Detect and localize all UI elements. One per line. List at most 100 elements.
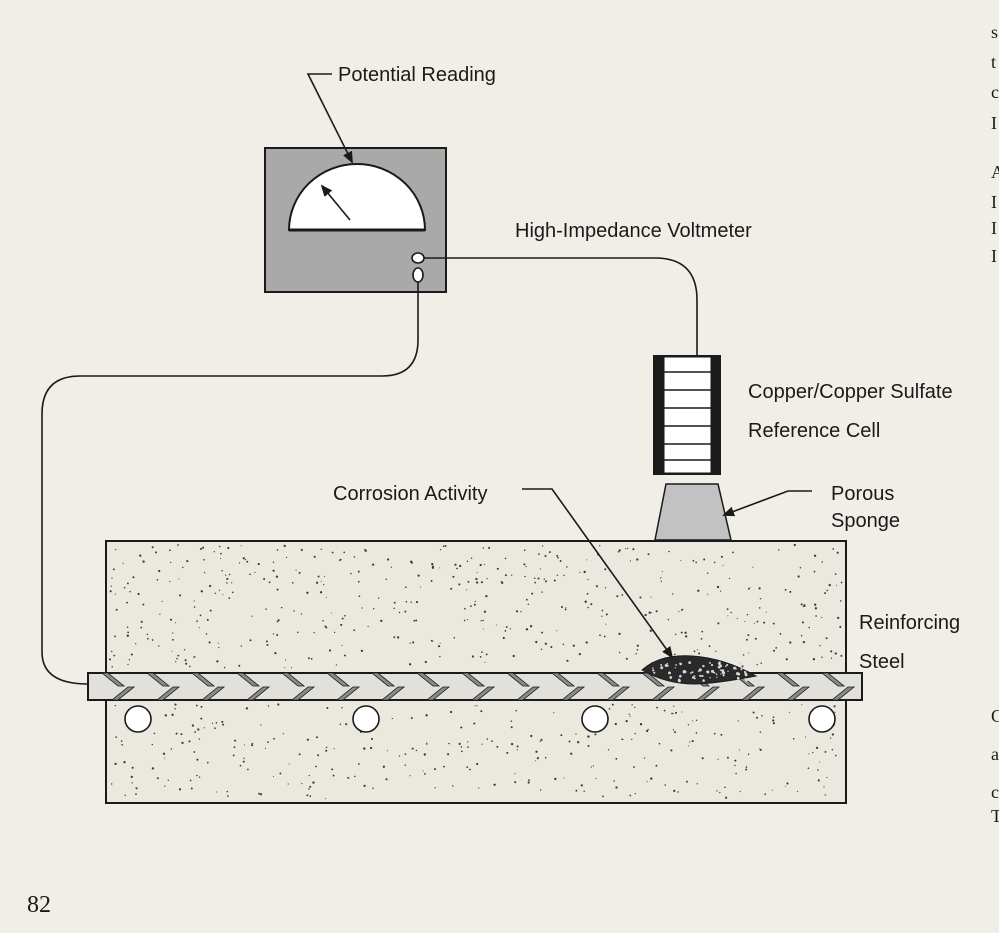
speckle: [685, 780, 688, 783]
speckle: [813, 570, 816, 573]
speckle: [660, 577, 662, 579]
speckle: [713, 732, 716, 735]
speckle: [233, 746, 236, 749]
speckle: [158, 645, 160, 647]
speckle: [339, 723, 342, 726]
speckle: [693, 650, 696, 653]
speckle: [672, 713, 674, 715]
speckle: [467, 580, 470, 583]
corrosion-speck: [652, 667, 654, 669]
speckle: [544, 756, 547, 759]
speckle: [298, 753, 301, 756]
speckle: [837, 616, 840, 620]
speckle: [747, 587, 750, 590]
speckle: [539, 740, 542, 742]
speckle: [482, 628, 484, 630]
speckle: [585, 641, 588, 644]
speckle: [819, 645, 821, 647]
corrosion-speck: [679, 662, 681, 664]
speckle: [672, 729, 675, 731]
speckle: [813, 554, 817, 557]
speckle: [797, 575, 800, 578]
speckle: [251, 744, 254, 747]
speckle: [720, 555, 723, 558]
speckle: [282, 733, 284, 735]
speckle: [784, 785, 786, 787]
speckle: [708, 645, 711, 648]
speckle: [512, 654, 515, 658]
speckle: [135, 643, 137, 645]
speckle: [545, 580, 547, 583]
speckle: [720, 733, 723, 736]
speckle: [111, 783, 113, 785]
speckle: [485, 594, 488, 598]
speckle: [332, 774, 335, 777]
speckle: [602, 795, 604, 798]
speckle: [834, 573, 837, 575]
corrosion-speck: [691, 671, 694, 674]
speckle: [807, 767, 810, 769]
speckle: [335, 664, 338, 666]
speckle: [660, 580, 663, 583]
rebar-chair: [808, 705, 836, 733]
speckle: [196, 620, 198, 623]
speckle: [529, 625, 533, 628]
speckle: [470, 557, 473, 559]
speckle: [583, 790, 585, 792]
speckle: [584, 600, 587, 603]
speckle: [801, 621, 804, 624]
speckle: [357, 570, 360, 573]
speckle: [169, 549, 171, 552]
speckle: [634, 732, 636, 735]
speckle: [496, 567, 499, 570]
speckle: [211, 722, 214, 725]
speckle: [639, 596, 642, 599]
speckle: [280, 606, 283, 609]
speckle: [404, 753, 407, 755]
speckle: [439, 548, 442, 551]
speckle: [164, 714, 167, 717]
speckle: [300, 613, 303, 615]
speckle: [178, 578, 180, 580]
speckle: [534, 581, 537, 584]
speckle: [540, 648, 543, 650]
speckle: [543, 578, 545, 580]
speckle: [393, 601, 396, 604]
speckle: [826, 589, 829, 592]
speckle: [277, 619, 280, 622]
speckle: [834, 711, 836, 713]
speckle: [467, 746, 469, 748]
speckle: [621, 594, 624, 596]
speckle: [130, 653, 133, 656]
speckle: [124, 794, 126, 797]
speckle: [800, 603, 803, 606]
speckle: [177, 544, 179, 546]
speckle: [535, 640, 538, 644]
speckle: [200, 590, 203, 593]
speckle: [772, 622, 775, 625]
rebar-rib-upper: [280, 672, 306, 687]
speckle: [246, 560, 249, 563]
speckle: [486, 738, 489, 740]
speckle: [215, 721, 218, 724]
speckle: [178, 788, 182, 791]
speckle: [821, 656, 823, 658]
speckle: [736, 617, 738, 620]
speckle: [398, 611, 401, 614]
speckle: [174, 703, 177, 706]
speckle: [151, 743, 153, 746]
speckle: [802, 605, 805, 608]
label-voltmeter: High-Impedance Voltmeter: [515, 220, 752, 242]
speckle: [415, 601, 419, 604]
speckle: [249, 639, 252, 642]
speckle: [523, 563, 526, 566]
edge-glyph: c: [991, 782, 999, 802]
speckle: [309, 795, 312, 797]
speckle: [288, 763, 290, 765]
speckle: [650, 777, 653, 780]
speckle: [258, 792, 261, 795]
speckle: [673, 789, 676, 793]
speckle: [527, 781, 530, 784]
speckle: [353, 629, 356, 632]
